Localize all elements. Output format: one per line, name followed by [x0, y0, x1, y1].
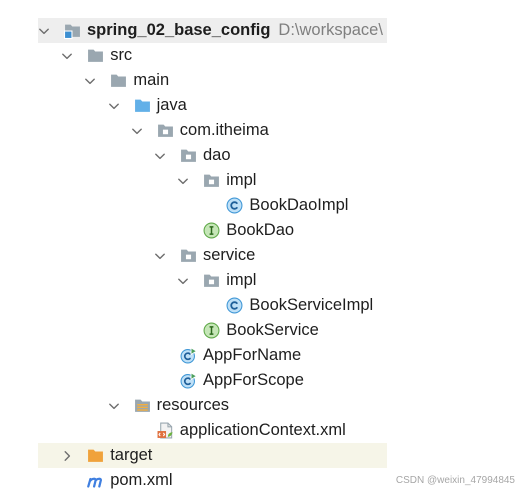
tree-row-java[interactable]: java	[38, 93, 387, 118]
chevron-down-icon[interactable]	[38, 25, 50, 37]
chevron-down-icon[interactable]	[177, 275, 189, 287]
tree-node-label: BookDao	[226, 221, 295, 239]
tree-row-pom-xml[interactable]: pom.xml	[38, 468, 387, 493]
chevron-down-icon[interactable]	[154, 250, 166, 262]
tree-node-label: target	[110, 446, 153, 464]
chevron-down-icon[interactable]	[108, 400, 120, 412]
expand-toggle[interactable]	[38, 25, 50, 37]
interface-icon	[203, 322, 220, 339]
tree-row-book-dao[interactable]: BookDao	[38, 218, 387, 243]
expand-toggle[interactable]	[131, 125, 143, 137]
tree-row-resources[interactable]: resources	[38, 393, 387, 418]
tree-row-service[interactable]: service	[38, 243, 387, 268]
expand-toggle[interactable]	[61, 450, 73, 462]
chevron-down-icon[interactable]	[131, 125, 143, 137]
tree-node-label: main	[133, 71, 170, 89]
tree-row-book-service-impl[interactable]: BookServiceImpl	[38, 293, 387, 318]
tree-node-label: applicationContext.xml	[179, 421, 346, 439]
tree-node-label: BookDaoImpl	[249, 196, 349, 214]
tree-node-label: spring_02_base_config	[87, 21, 271, 39]
chevron-down-icon[interactable]	[177, 175, 189, 187]
tree-row-dao[interactable]: dao	[38, 143, 387, 168]
runnable-class-icon	[180, 372, 197, 389]
tree-node-label: impl	[226, 271, 257, 289]
expand-toggle[interactable]	[177, 275, 189, 287]
chevron-down-icon[interactable]	[108, 100, 120, 112]
tree-row-book-dao-impl[interactable]: BookDaoImpl	[38, 193, 387, 218]
expand-toggle[interactable]	[108, 100, 120, 112]
tree-row-src[interactable]: src	[38, 43, 387, 68]
toggle-spacer	[154, 350, 166, 362]
tree-node-label: src	[110, 46, 133, 64]
package-icon	[157, 122, 174, 139]
expand-toggle[interactable]	[108, 400, 120, 412]
tree-node-label: BookServiceImpl	[249, 296, 374, 314]
chevron-down-icon[interactable]	[84, 75, 96, 87]
spring-xml-file-icon	[157, 422, 174, 439]
class-icon	[226, 197, 243, 214]
tree-row-com-itheima[interactable]: com.itheima	[38, 118, 387, 143]
excluded-folder-icon	[87, 447, 104, 464]
tree-node-label: java	[156, 96, 187, 114]
toggle-spacer	[177, 325, 189, 337]
tree-row-app-for-name[interactable]: AppForName	[38, 343, 387, 368]
toggle-spacer	[131, 425, 143, 437]
tree-node-label: AppForScope	[203, 371, 304, 389]
tree-row-service-impl[interactable]: impl	[38, 268, 387, 293]
package-icon	[180, 147, 197, 164]
expand-toggle[interactable]	[177, 175, 189, 187]
folder-icon	[110, 72, 127, 89]
chevron-down-icon[interactable]	[154, 150, 166, 162]
tree-row-project[interactable]: spring_02_base_config D:\workspace\	[38, 18, 387, 43]
project-location: D:\workspace\	[278, 21, 383, 39]
interface-icon	[203, 222, 220, 239]
tree-node-label: com.itheima	[179, 121, 269, 139]
expand-toggle[interactable]	[84, 75, 96, 87]
resources-root-folder-icon	[134, 397, 151, 414]
watermark: CSDN @weixin_47994845	[395, 475, 515, 486]
tree-node-label: dao	[203, 146, 231, 164]
tree-node-label: pom.xml	[110, 471, 173, 489]
module-folder-icon	[64, 22, 81, 39]
toggle-spacer	[177, 225, 189, 237]
toggle-spacer	[200, 200, 212, 212]
folder-icon	[87, 47, 104, 64]
class-icon	[226, 297, 243, 314]
chevron-right-icon[interactable]	[61, 450, 73, 462]
toggle-spacer	[154, 375, 166, 387]
tree-row-app-for-scope[interactable]: AppForScope	[38, 368, 387, 393]
tree-node-label: BookService	[226, 321, 319, 339]
runnable-class-icon	[180, 347, 197, 364]
tree-node-label: impl	[226, 171, 257, 189]
package-icon	[180, 247, 197, 264]
project-tree: spring_02_base_config D:\workspace\ src …	[38, 18, 387, 493]
tree-row-application-context-xml[interactable]: applicationContext.xml	[38, 418, 387, 443]
expand-toggle[interactable]	[154, 150, 166, 162]
expand-toggle[interactable]	[61, 50, 73, 62]
toggle-spacer	[200, 300, 212, 312]
tree-row-target[interactable]: target	[38, 443, 387, 468]
tree-node-label: AppForName	[203, 346, 302, 364]
tree-node-label: resources	[156, 396, 230, 414]
tree-row-main[interactable]: main	[38, 68, 387, 93]
tree-row-dao-impl[interactable]: impl	[38, 168, 387, 193]
chevron-down-icon[interactable]	[61, 50, 73, 62]
tree-row-book-service[interactable]: BookService	[38, 318, 387, 343]
package-icon	[203, 172, 220, 189]
source-root-folder-icon	[134, 97, 151, 114]
toggle-spacer	[61, 475, 73, 487]
maven-icon	[87, 472, 104, 489]
tree-node-label: service	[203, 246, 256, 264]
package-icon	[203, 272, 220, 289]
expand-toggle[interactable]	[154, 250, 166, 262]
